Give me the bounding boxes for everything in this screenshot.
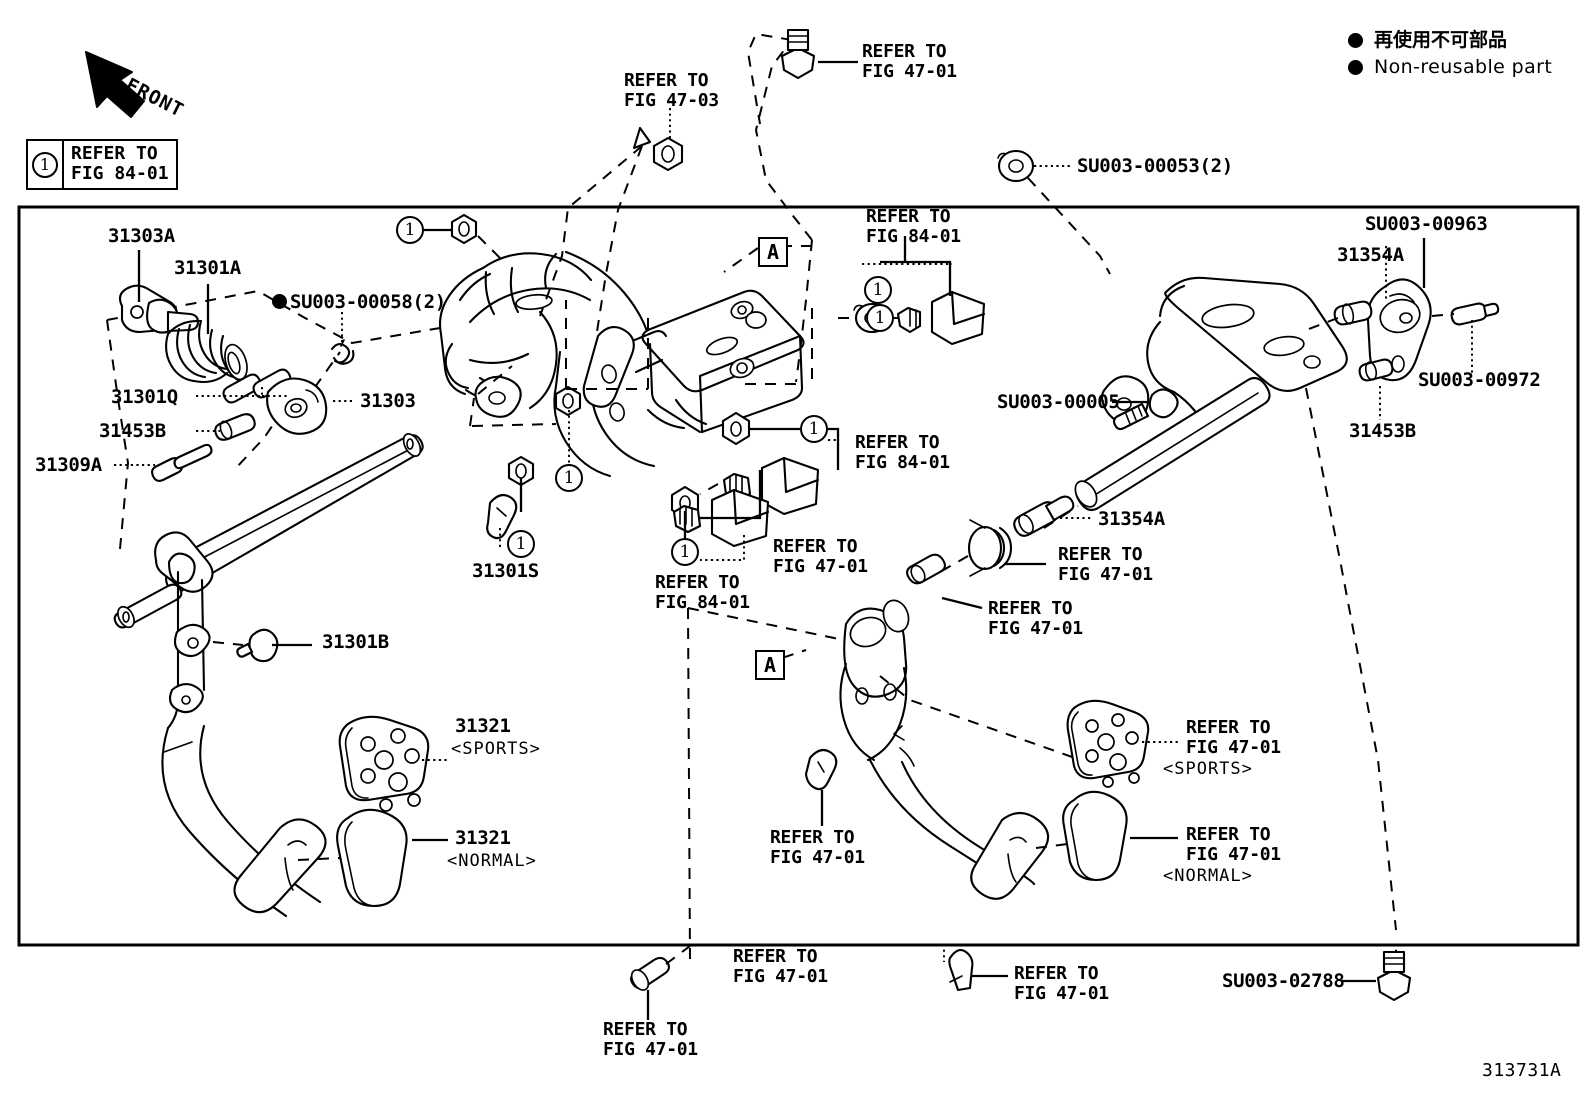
callout-fig-47-01-shaft: REFER TO FIG 47-01 — [1058, 544, 1153, 585]
legend-key-marker: 1 — [28, 141, 64, 188]
callout-31301a: 31301A — [174, 257, 241, 279]
part-31303-shape — [266, 377, 328, 435]
legend-key-text: REFER TO FIG 84-01 — [71, 143, 169, 184]
callout-31321-sports-left-variant: <SPORTS> — [451, 739, 541, 759]
circled-marker-1b: 1 — [555, 464, 583, 492]
callout-31303: 31303 — [360, 390, 416, 412]
part-su003-00963-shape — [1366, 278, 1432, 382]
part-31301b-shape — [236, 628, 279, 663]
right-bushing-mid-shape — [906, 553, 946, 585]
front-direction-label: FRONT — [122, 74, 188, 122]
legend-key-box: 1 REFER TO FIG 84-01 — [26, 139, 178, 190]
top-bolt-shape — [780, 28, 816, 80]
callout-fig-47-01-bellows: REFER TO FIG 47-01 — [988, 598, 1083, 639]
part-31354a-bushings-shape — [1013, 495, 1075, 537]
circled-marker-1a: 1 — [396, 216, 424, 244]
bottom-clip-shape — [948, 948, 974, 992]
callout-31453b-left: 31453B — [99, 420, 166, 442]
part-su003-00053-shape — [997, 149, 1035, 183]
callout-fig-47-01-mid: REFER TO FIG 47-01 — [773, 536, 868, 577]
part-su003-00005-shape — [1112, 388, 1179, 431]
pedal-support-bracket-shape — [438, 250, 805, 478]
callout-fig-47-03: REFER TO FIG 47-03 — [624, 70, 719, 111]
callout-su003-00963: SU003-00963 — [1365, 213, 1488, 235]
callout-fig-47-01-bottom-left: REFER TO FIG 47-01 — [603, 1019, 698, 1060]
callout-fig-47-01-top: REFER TO FIG 47-01 — [862, 41, 957, 82]
part-31321-normal-left-shape — [336, 808, 408, 908]
callout-fig-84-01-low: REFER TO FIG 84-01 — [655, 572, 750, 613]
callout-31321-normal-left-variant: <NORMAL> — [447, 851, 537, 871]
legend-english-text: Non-reusable part — [1374, 56, 1553, 78]
filled-circle-icon — [1348, 33, 1363, 48]
callout-31301b: 31301B — [322, 631, 389, 653]
right-bracket-shape — [1100, 276, 1348, 436]
part-pad-sports-right-shape — [1066, 699, 1150, 788]
part-su003-00972-shape — [1450, 302, 1500, 326]
callout-31321-normal-left: 31321 — [455, 827, 511, 849]
callout-fig-47-01-bottom-center: REFER TO FIG 47-01 — [733, 946, 828, 987]
callout-fig-47-01-normal-right-variant: <NORMAL> — [1163, 866, 1253, 886]
legend-row-english: Non-reusable part — [1348, 54, 1552, 81]
non-reusable-bullet-su003-00058 — [272, 294, 287, 309]
callout-31309a: 31309A — [35, 454, 102, 476]
filled-circle-icon — [1348, 60, 1363, 75]
part-31309a-shape — [151, 443, 213, 482]
circled-marker-1f: 1 — [866, 304, 894, 332]
callout-su003-00058: SU003-00058(2) — [290, 291, 446, 313]
nut-shapes-upper — [450, 136, 751, 520]
part-su003-02788-shape — [1376, 950, 1412, 1002]
callout-su003-00005: SU003-00005 — [997, 391, 1120, 413]
callout-fig-47-01-clip: REFER TO FIG 47-01 — [770, 827, 865, 868]
callout-fig-47-01-normal-right: REFER TO FIG 47-01 — [1186, 824, 1281, 865]
callout-31354a-shaft: 31354A — [1098, 508, 1165, 530]
callout-fig-47-01-sports-right: REFER TO FIG 47-01 — [1186, 717, 1281, 758]
callout-fig-84-01-mid: REFER TO FIG 84-01 — [855, 432, 950, 473]
legend-japanese-text: 再使用不可部品 — [1374, 29, 1508, 51]
legend-row-japanese: 再使用不可部品 — [1348, 27, 1552, 54]
non-reusable-legend: 再使用不可部品 Non-reusable part — [1348, 27, 1552, 81]
callout-31321-sports-left: 31321 — [455, 715, 511, 737]
switch-shapes — [672, 290, 986, 548]
part-31354a-right-shape — [1333, 300, 1373, 326]
part-31303a-shape — [118, 284, 200, 334]
part-retaining-clip-shape — [330, 339, 355, 365]
left-pedal-arm-shape — [113, 433, 424, 918]
circled-marker-1c: 1 — [507, 530, 535, 558]
part-31301a-shape — [165, 319, 248, 385]
part-31301q-shape — [222, 368, 292, 404]
callout-31301s: 31301S — [472, 560, 539, 582]
section-marker-a-top: A — [758, 237, 788, 267]
callout-31354a-right: 31354A — [1337, 244, 1404, 266]
circled-number-icon: 1 — [32, 151, 58, 178]
bottom-center-bolt-shape — [630, 956, 670, 991]
callout-31453b-right: 31453B — [1349, 420, 1416, 442]
part-31453b-right-shape — [1358, 358, 1394, 382]
callout-fig-84-01-top: REFER TO FIG 84-01 — [866, 206, 961, 247]
part-pad-normal-right-shape — [1062, 790, 1128, 882]
figure-id: 313731A — [1482, 1060, 1562, 1081]
circled-marker-1g: 1 — [864, 276, 892, 304]
circled-marker-1d: 1 — [800, 415, 828, 443]
callout-fig-47-01-sports-right-variant: <SPORTS> — [1163, 759, 1253, 779]
circled-marker-1e: 1 — [671, 538, 699, 566]
part-31453b-left-shape — [214, 413, 256, 441]
callout-fig-47-01-bottom-right: REFER TO FIG 47-01 — [1014, 963, 1109, 1004]
part-31321-sports-left-shape — [338, 715, 430, 812]
right-bellows-shape — [967, 519, 1013, 577]
callout-su003-00053: SU003-00053(2) — [1077, 155, 1233, 177]
right-pedal-arm-shape — [839, 599, 1050, 900]
callout-su003-02788: SU003-02788 — [1222, 970, 1345, 992]
right-clip-shape — [804, 748, 838, 791]
section-marker-a-bottom: A — [755, 650, 785, 680]
callout-su003-00972: SU003-00972 — [1418, 369, 1541, 391]
callout-31301q: 31301Q — [111, 386, 178, 408]
callout-31303a: 31303A — [108, 225, 175, 247]
